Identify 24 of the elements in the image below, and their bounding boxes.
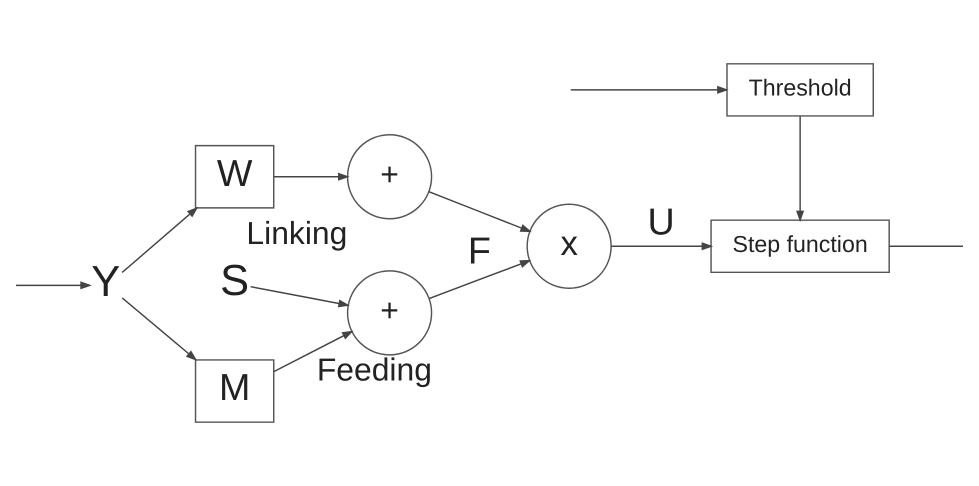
arrow (274, 172, 350, 181)
node-text: S (220, 256, 250, 305)
arrow (611, 242, 714, 250)
node-text: Y (91, 258, 120, 306)
arrow (429, 260, 532, 300)
arrow (570, 86, 729, 94)
arrow (428, 190, 532, 232)
arrow (122, 206, 198, 274)
connector (889, 246, 963, 247)
arrow (16, 281, 92, 290)
node-circle: x (526, 204, 612, 289)
arrow (274, 330, 354, 372)
arrow (122, 297, 198, 361)
node-box: M (194, 359, 274, 423)
node-box: W (194, 144, 274, 209)
node-box: Threshold (726, 63, 874, 117)
arrow (796, 116, 804, 222)
node-circle: + (346, 270, 432, 356)
node-label: Linking (246, 215, 348, 252)
node-circle: + (346, 134, 432, 220)
edge-label: F (468, 229, 491, 272)
edge-label: U (648, 200, 675, 242)
node-box: Step function (710, 219, 890, 274)
arrow (250, 286, 350, 308)
